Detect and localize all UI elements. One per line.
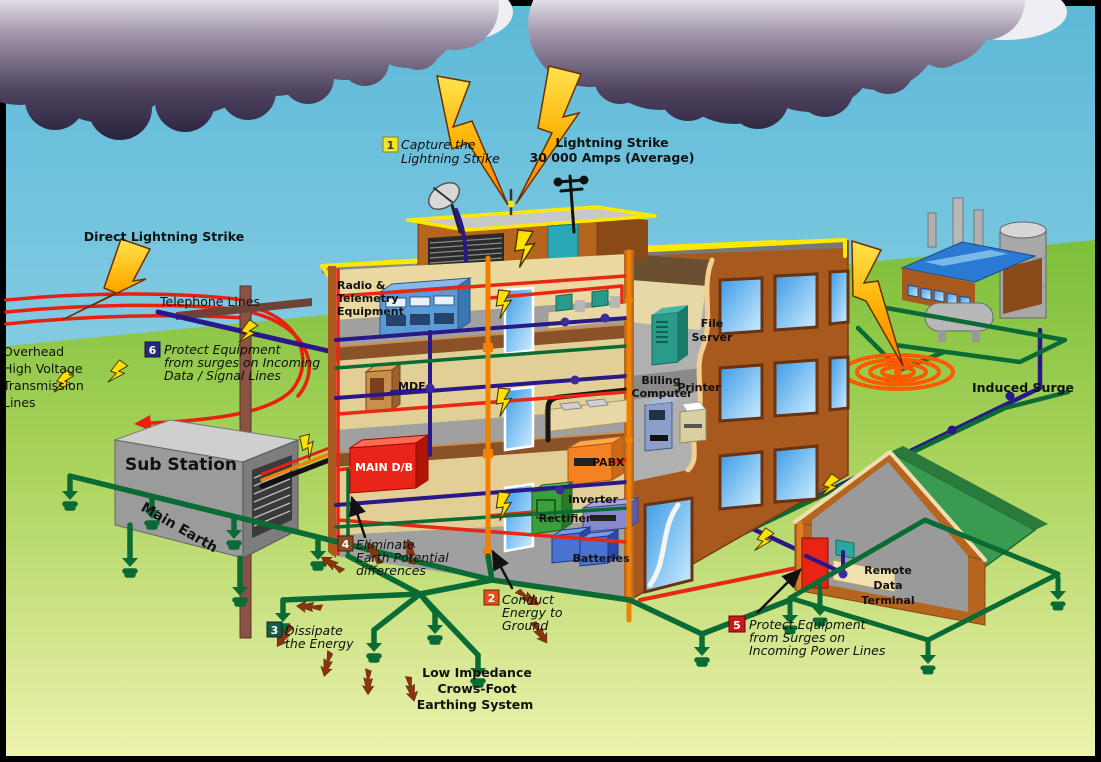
lightning-bolts <box>61 65 904 367</box>
file-server-label-line1: File <box>701 317 724 330</box>
step6-label-line3: Data / Signal Lines <box>164 368 281 383</box>
step3-label-line1: Dissipate <box>285 623 343 638</box>
step-number-6: 6 <box>149 344 157 357</box>
curtain-highlight <box>647 502 681 588</box>
callout-arrows <box>349 495 802 614</box>
induced-surge-label: Induced Surge <box>972 380 1074 395</box>
penthouse <box>406 174 657 302</box>
overhead-label-line2: High Voltage <box>3 361 83 376</box>
main-building <box>320 174 850 623</box>
crowsfoot-label-line3: Earthing System <box>417 697 534 712</box>
overhead-label-line4: Lines <box>3 395 36 410</box>
telephone-label: Telephone Lines <box>159 294 260 309</box>
file-server-label-line2: Server <box>692 331 733 344</box>
step1-label-line2: Lightning Strike <box>401 151 500 166</box>
overhead-label-line3: Transmission <box>2 378 84 393</box>
factory-roof <box>900 241 1037 283</box>
crowsfoot-label-line1: Low Impedance <box>422 665 532 680</box>
remote-terminal-house <box>782 446 1066 672</box>
step-badge-4 <box>337 535 354 552</box>
printer-label: Printer <box>677 381 721 394</box>
step-badge-1 <box>382 136 399 153</box>
data-nodes <box>425 313 610 495</box>
step5-label-line3: Incoming Power Lines <box>749 643 886 658</box>
storm-clouds <box>0 0 1067 140</box>
crossarm <box>176 298 312 320</box>
radio-label-line3: Equipment <box>337 305 404 318</box>
step-badge-2 <box>483 589 500 606</box>
batteries-label: Batteries <box>573 552 630 565</box>
step-number-1: 1 <box>387 139 395 152</box>
antenna-icon <box>553 174 589 234</box>
wire-arrowhead <box>134 415 152 431</box>
inverter-label: Inverter <box>568 493 619 506</box>
overhead-label-line1: Overhead <box>3 344 64 359</box>
billing-label-line2: Computer <box>632 387 694 400</box>
step2-label-line3: Ground <box>502 618 548 633</box>
step2-label-line2: Energy to <box>502 605 563 620</box>
substation-label: Sub Station <box>125 455 237 475</box>
house-earth-ring <box>782 517 1066 672</box>
direct-strike-bolt-icon <box>61 238 152 321</box>
step-number-3: 3 <box>271 624 279 637</box>
step4-label-line1: Eliminate <box>356 537 415 552</box>
sub-station <box>113 419 300 559</box>
remote-terminal-line3: Terminal <box>861 594 914 607</box>
earthing-network <box>62 473 793 685</box>
step6-label-line1: Protect Equipment <box>164 342 282 357</box>
pabx-label: PABX <box>592 456 625 469</box>
step-number-2: 2 <box>488 592 496 605</box>
mdf-box <box>364 363 402 413</box>
radio-label-line1: Radio & <box>337 279 386 292</box>
strike-amps-line1: Lightning Strike <box>555 135 668 150</box>
dish-cable <box>454 208 468 302</box>
step2-label-line1: Conduct <box>502 592 555 607</box>
step-badge-5 <box>728 615 746 633</box>
step1-label-line1: Capture the <box>401 137 476 152</box>
labels: 1 Capture the Lightning Strike Lightning… <box>2 135 1074 712</box>
strike-amps-line2: 30 000 Amps (Average) <box>530 150 695 165</box>
step4-label-line2: Earth Potential <box>356 550 449 565</box>
step5-label-line2: from Surges on <box>749 630 845 645</box>
induced-strike-bolt-icon <box>851 239 904 367</box>
remote-terminal-line2: Data <box>873 579 902 592</box>
step3-label-line2: the Energy <box>285 636 354 651</box>
radio-telemetry-rack <box>378 277 472 338</box>
main-db-label: MAIN D/B <box>355 461 413 474</box>
billing-label-line1: Billing <box>641 374 680 387</box>
step5-label-line1: Protect Equipment <box>749 617 867 632</box>
strike-bolt-icon <box>515 65 583 205</box>
radio-label-line2: Telemetry <box>337 292 399 305</box>
rectifier-label: Rectifier <box>539 512 592 525</box>
step6-label-line2: from surges on Incoming <box>164 355 320 370</box>
down-conductors <box>483 249 633 623</box>
mdf-label: MDF <box>398 380 426 393</box>
step-badge-6 <box>144 341 161 358</box>
remote-terminal-line1: Remote <box>864 564 912 577</box>
crowsfoot-label-line2: Crows-Foot <box>437 681 516 696</box>
satellite-dish-icon <box>427 181 462 234</box>
step-number-4: 4 <box>342 538 350 551</box>
wall-cutaway <box>630 254 715 482</box>
pabx-box <box>567 435 625 486</box>
battery-bank <box>551 526 619 567</box>
step-badge-3 <box>266 621 283 638</box>
terminal-monitor <box>835 539 855 559</box>
strike-bolt-icon <box>436 75 509 206</box>
step4-label-line3: differences <box>356 563 426 578</box>
factory <box>900 197 1047 342</box>
step-number-5: 5 <box>733 619 741 632</box>
direct-strike-label: Direct Lightning Strike <box>84 229 244 244</box>
main-db-box <box>348 434 430 494</box>
